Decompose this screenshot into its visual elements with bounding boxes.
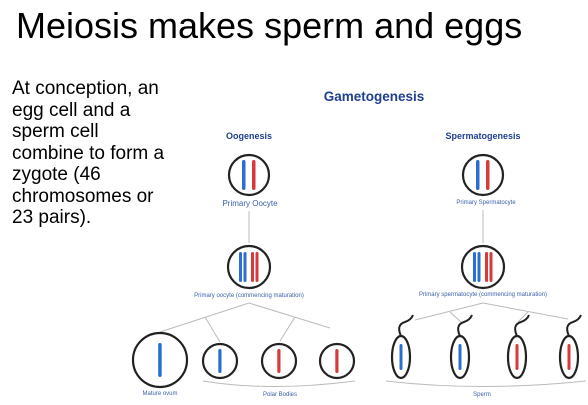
- oogenesis-arrows: [159, 302, 331, 343]
- body-line: 23 pairs).: [12, 207, 92, 228]
- sperm-cell: [506, 314, 530, 380]
- maturing-spermatocyte-label: Primary spermatocyte (commencing maturat…: [419, 292, 547, 298]
- polar-body-cell: [318, 342, 356, 380]
- maturing-oocyte-cell: [226, 244, 272, 290]
- primary-spermatocyte-label: Primary Spermatocyte: [456, 200, 516, 206]
- slide-title: Meiosis makes sperm and eggs: [16, 5, 523, 46]
- polar-bodies-label: Polar Bodies: [263, 392, 297, 398]
- sperm-bracket: [385, 380, 587, 387]
- sperm-cell: [449, 314, 473, 380]
- body-line: combine to form a: [12, 142, 165, 164]
- body-line: zygote (46: [12, 164, 101, 185]
- polar-body-cell: [260, 342, 298, 380]
- body-line: sperm cell: [12, 121, 99, 142]
- spermatogenesis-arrows: [414, 302, 569, 324]
- maturing-spermatocyte-cell: [460, 244, 506, 290]
- mature-ovum-cell: [131, 331, 189, 389]
- maturing-oocyte-label: Primary oocyte (commencing maturation): [194, 293, 304, 299]
- body-line: chromosomes or: [12, 185, 154, 207]
- body-line: egg cell and a: [12, 99, 131, 121]
- sperm-cell: [558, 314, 582, 380]
- primary-oocyte-label: Primary Oocyte: [222, 199, 278, 208]
- primary-oocyte-cell: [227, 153, 271, 197]
- sperm-label: Sperm: [473, 392, 491, 398]
- oogenesis-heading: Oogenesis: [226, 131, 272, 141]
- body-text: At conception, an egg cell and a sperm c…: [12, 78, 192, 229]
- mature-ovum-label: Mature ovum: [142, 391, 177, 397]
- sperm-cell: [390, 314, 414, 380]
- polar-bodies-bracket: [202, 380, 356, 387]
- primary-spermatocyte-cell: [461, 153, 505, 197]
- body-line: At conception, an: [12, 78, 159, 99]
- spermatogenesis-heading: Spermatogenesis: [445, 131, 520, 141]
- diagram-title: Gametogenesis: [324, 89, 425, 104]
- polar-body-cell: [201, 342, 239, 380]
